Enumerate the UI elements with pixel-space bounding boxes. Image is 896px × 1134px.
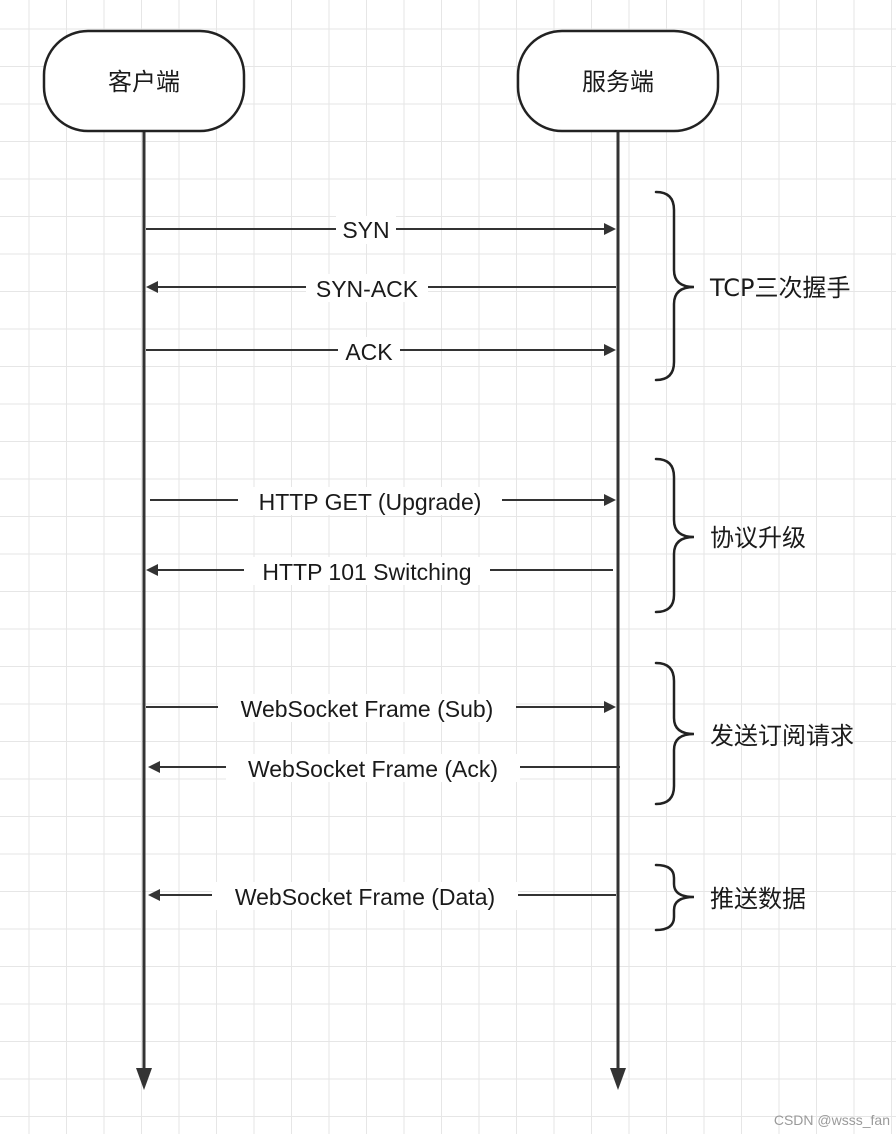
message-7-label-bg xyxy=(212,882,518,910)
group-tcp-handshake: TCP三次握手 xyxy=(654,190,850,382)
message-0-label: SYN xyxy=(342,217,389,243)
message-5-label-bg xyxy=(218,694,516,722)
message-5-label: WebSocket Frame (Sub) xyxy=(241,696,494,722)
message-3: HTTP GET (Upgrade) xyxy=(150,487,616,515)
group-protocol-upgrade-brace xyxy=(654,457,695,614)
message-1-label-bg xyxy=(306,274,428,302)
message-2-label: ACK xyxy=(345,339,393,365)
message-0-label-bg xyxy=(336,216,396,244)
message-2-label-bg xyxy=(338,337,400,365)
actor-server-box xyxy=(516,29,720,133)
actor-client-label: 客户端 xyxy=(108,68,180,96)
watermark: CSDN @wsss_fan xyxy=(773,1112,890,1128)
group-protocol-upgrade-label: 协议升级 xyxy=(710,524,806,552)
group-protocol-upgrade: 协议升级 xyxy=(654,457,806,614)
group-tcp-handshake-brace xyxy=(654,190,695,382)
group-push-data: 推送数据 xyxy=(654,863,806,932)
group-push-data-brace xyxy=(654,863,695,932)
actor-client-box xyxy=(42,29,246,133)
message-3-label-bg xyxy=(238,487,502,515)
message-3-label: HTTP GET (Upgrade) xyxy=(259,489,482,515)
message-7: WebSocket Frame (Data) xyxy=(148,882,616,910)
client-lifeline-arrowhead xyxy=(136,1068,152,1090)
group-subscribe-label: 发送订阅请求 xyxy=(710,722,854,750)
actor-server-label: 服务端 xyxy=(582,68,654,96)
message-6-label-bg xyxy=(226,754,520,782)
message-7-label: WebSocket Frame (Data) xyxy=(235,884,495,910)
message-6-label: WebSocket Frame (Ack) xyxy=(248,756,498,782)
actor-client: 客户端 xyxy=(42,29,246,133)
group-subscribe: 发送订阅请求 xyxy=(654,661,854,806)
group-push-data-label: 推送数据 xyxy=(710,885,806,913)
server-lifeline-arrowhead xyxy=(610,1068,626,1090)
message-1-label: SYN-ACK xyxy=(316,276,419,302)
message-5: WebSocket Frame (Sub) xyxy=(146,694,616,722)
actor-server: 服务端 xyxy=(516,29,720,133)
message-6: WebSocket Frame (Ack) xyxy=(148,754,620,782)
message-0: SYN xyxy=(146,216,616,244)
message-2: ACK xyxy=(146,337,616,365)
group-tcp-handshake-label: TCP三次握手 xyxy=(709,274,850,302)
message-1: SYN-ACK xyxy=(146,274,616,302)
group-subscribe-brace xyxy=(654,661,695,806)
message-4: HTTP 101 Switching xyxy=(146,557,613,585)
message-4-label: HTTP 101 Switching xyxy=(262,559,471,585)
message-4-label-bg xyxy=(244,557,490,585)
